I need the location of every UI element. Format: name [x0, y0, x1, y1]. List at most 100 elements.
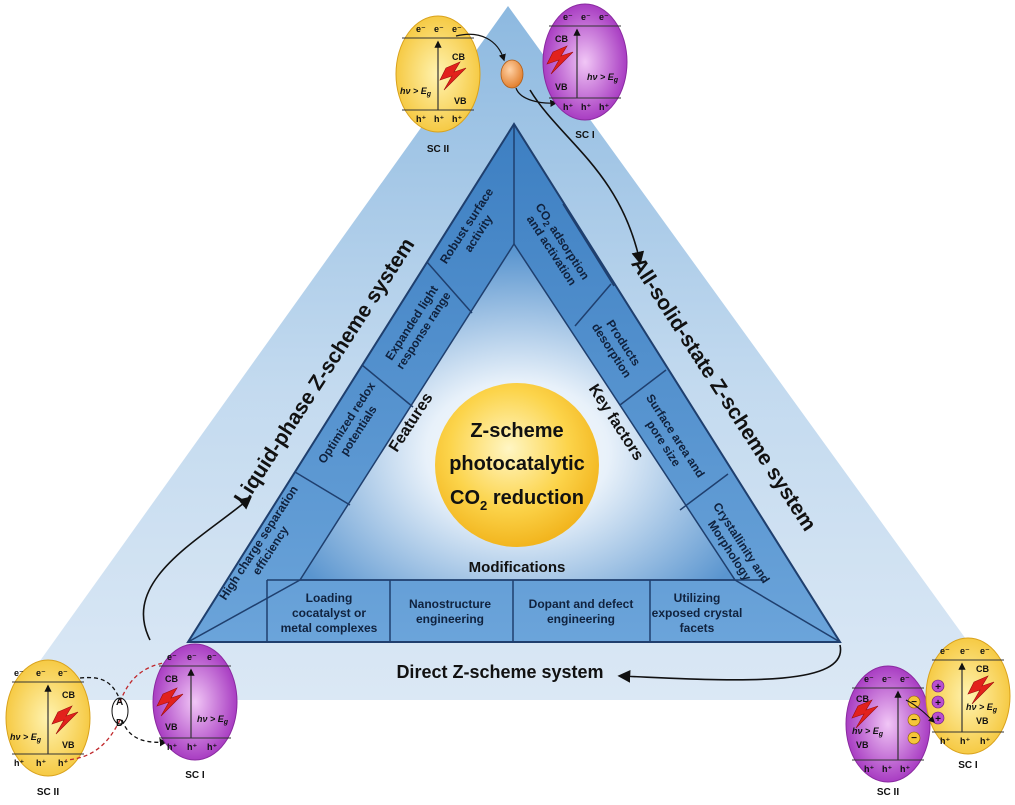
hole-label: h⁺ — [882, 764, 892, 774]
cb-label: CB — [452, 52, 465, 62]
hole-label: h⁺ — [940, 736, 950, 746]
electron-label: e⁻ — [882, 674, 892, 684]
electron-label: e⁻ — [581, 12, 591, 22]
electron-label: e⁻ — [900, 674, 910, 684]
shuttle-path-bottom-right — [121, 719, 168, 747]
electron-label: e⁻ — [14, 668, 24, 678]
hole-label: h⁺ — [207, 742, 217, 752]
center-title-line1: Z-scheme — [470, 420, 563, 442]
plus-sign: + — [935, 682, 941, 693]
right-sc2: e⁻ e⁻ e⁻ CB hν > Eg VB h⁺ h⁺ h⁺ − − − — [845, 665, 931, 783]
electron-label: e⁻ — [563, 12, 573, 22]
negative-charge-icon — [907, 713, 921, 727]
mediator-particle — [500, 59, 524, 89]
vb-label: VB — [165, 722, 178, 732]
direct-recombination-arrow — [905, 699, 935, 723]
redox-cycle — [111, 697, 129, 725]
hole-label: h⁺ — [900, 764, 910, 774]
electron-label: e⁻ — [980, 646, 990, 656]
electron-label: e⁻ — [167, 652, 177, 662]
arrow-to-solid — [529, 89, 645, 265]
shuttle-path-bottom-left — [65, 719, 121, 761]
acceptor-label: A — [116, 697, 123, 708]
electron-label: e⁻ — [960, 646, 970, 656]
direct-z-scheme-label: Direct Z-scheme system — [396, 662, 603, 682]
electron-label: e⁻ — [58, 668, 68, 678]
center-circle — [435, 383, 599, 547]
positive-charge-icon — [931, 679, 945, 693]
hv-label: hν > Eg — [852, 726, 884, 738]
left-sc2-label: SC II — [37, 787, 59, 798]
top-sc1-label: SC I — [575, 130, 595, 141]
shuttle-path-top-right — [119, 661, 169, 703]
hv-label: hν > Eg — [10, 732, 42, 744]
vb-label: VB — [856, 740, 869, 750]
cb-label: CB — [856, 694, 869, 704]
plus-sign: + — [935, 698, 941, 709]
arrow-to-liquid — [142, 496, 252, 641]
modifications-label: Modifications — [469, 559, 566, 576]
hole-transfer-arrow — [515, 87, 558, 107]
electron-label: e⁻ — [36, 668, 46, 678]
electron-label: e⁻ — [452, 24, 462, 34]
electron-label: e⁻ — [207, 652, 217, 662]
electron-label: e⁻ — [940, 646, 950, 656]
hole-label: h⁺ — [599, 102, 609, 112]
hole-label: h⁺ — [452, 114, 462, 124]
vb-label: VB — [454, 96, 467, 106]
donor-label: D — [116, 718, 123, 729]
electron-transfer-arrow — [455, 33, 506, 62]
electron-label: e⁻ — [187, 652, 197, 662]
cb-label: CB — [165, 674, 178, 684]
shuttle-path-top-left — [79, 676, 121, 701]
arrow-to-direct — [617, 644, 842, 683]
right-sc2-label: SC II — [877, 787, 899, 798]
hole-label: h⁺ — [58, 758, 68, 768]
hv-label: hν > Eg — [587, 72, 619, 84]
hole-label: h⁺ — [581, 102, 591, 112]
hole-label: h⁺ — [864, 764, 874, 774]
center-title-line3: CO2 reduction — [450, 487, 584, 513]
electron-label: e⁻ — [864, 674, 874, 684]
minus-sign: − — [911, 733, 917, 744]
negative-charge-icon — [907, 731, 921, 745]
vb-label: VB — [555, 82, 568, 92]
hole-label: h⁺ — [187, 742, 197, 752]
positive-charge-icon — [931, 695, 945, 709]
electron-label: e⁻ — [434, 24, 444, 34]
cb-label: CB — [555, 34, 568, 44]
center-title-line2: photocatalytic — [449, 453, 585, 475]
left-sc2: e⁻ e⁻ e⁻ CB hν > Eg VB h⁺ h⁺ h⁺ — [5, 659, 91, 777]
minus-sign: − — [911, 697, 917, 708]
hole-label: h⁺ — [960, 736, 970, 746]
minus-sign: − — [911, 715, 917, 726]
hole-label: h⁺ — [563, 102, 573, 112]
hv-label: hν > Eg — [400, 86, 432, 98]
hole-label: h⁺ — [36, 758, 46, 768]
vb-label: VB — [62, 740, 75, 750]
cb-label: CB — [62, 690, 75, 700]
band-dividers — [187, 124, 841, 643]
right-sc1: e⁻ e⁻ e⁻ CB hν > Eg VB h⁺ h⁺ h⁺ + + + — [925, 637, 1011, 755]
vb-label: VB — [976, 716, 989, 726]
top-sc1: e⁻ e⁻ e⁻ CB VB hν > Eg h⁺ h⁺ h⁺ — [542, 3, 628, 121]
hole-label: h⁺ — [434, 114, 444, 124]
right-sc1-label: SC I — [958, 760, 978, 771]
top-sc2-label: SC II — [427, 144, 449, 155]
top-sc2: e⁻ e⁻ e⁻ CB hν > Eg VB h⁺ h⁺ h⁺ — [395, 15, 481, 133]
electron-label: e⁻ — [416, 24, 426, 34]
negative-charge-icon — [907, 695, 921, 709]
left-sc1: e⁻ e⁻ e⁻ CB VB hν > Eg h⁺ h⁺ h⁺ — [152, 643, 238, 761]
plus-sign: + — [935, 714, 941, 725]
hole-label: h⁺ — [14, 758, 24, 768]
hole-label: h⁺ — [980, 736, 990, 746]
cb-label: CB — [976, 664, 989, 674]
hole-label: h⁺ — [416, 114, 426, 124]
